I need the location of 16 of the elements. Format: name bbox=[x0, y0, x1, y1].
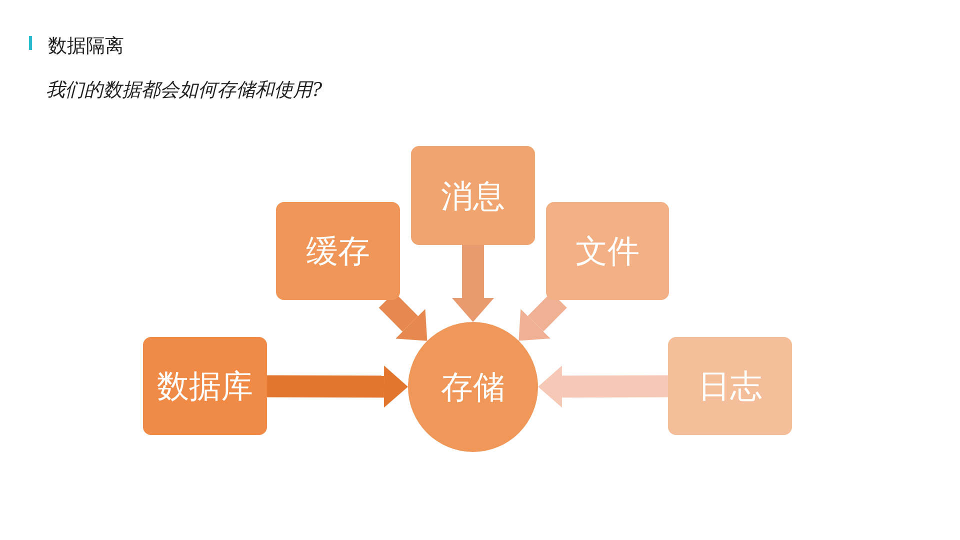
source-box bbox=[276, 202, 400, 300]
node-label: 存储 bbox=[441, 371, 505, 403]
node-label: 文件 bbox=[576, 235, 640, 267]
block-arrow bbox=[266, 366, 408, 408]
block-arrow bbox=[538, 366, 668, 408]
node-label: 数据库 bbox=[157, 370, 253, 402]
node-label: 消息 bbox=[441, 180, 505, 212]
source-box bbox=[143, 337, 267, 435]
title: 数据隔离 bbox=[48, 34, 124, 59]
node-label: 日志 bbox=[698, 370, 762, 402]
node-label: 缓存 bbox=[306, 235, 370, 267]
source-box bbox=[546, 202, 669, 300]
source-box bbox=[668, 337, 792, 435]
subtitle-question: 我们的数据都会如何存储和使用? bbox=[46, 78, 322, 103]
source-box bbox=[411, 146, 535, 245]
block-arrow bbox=[452, 245, 494, 322]
